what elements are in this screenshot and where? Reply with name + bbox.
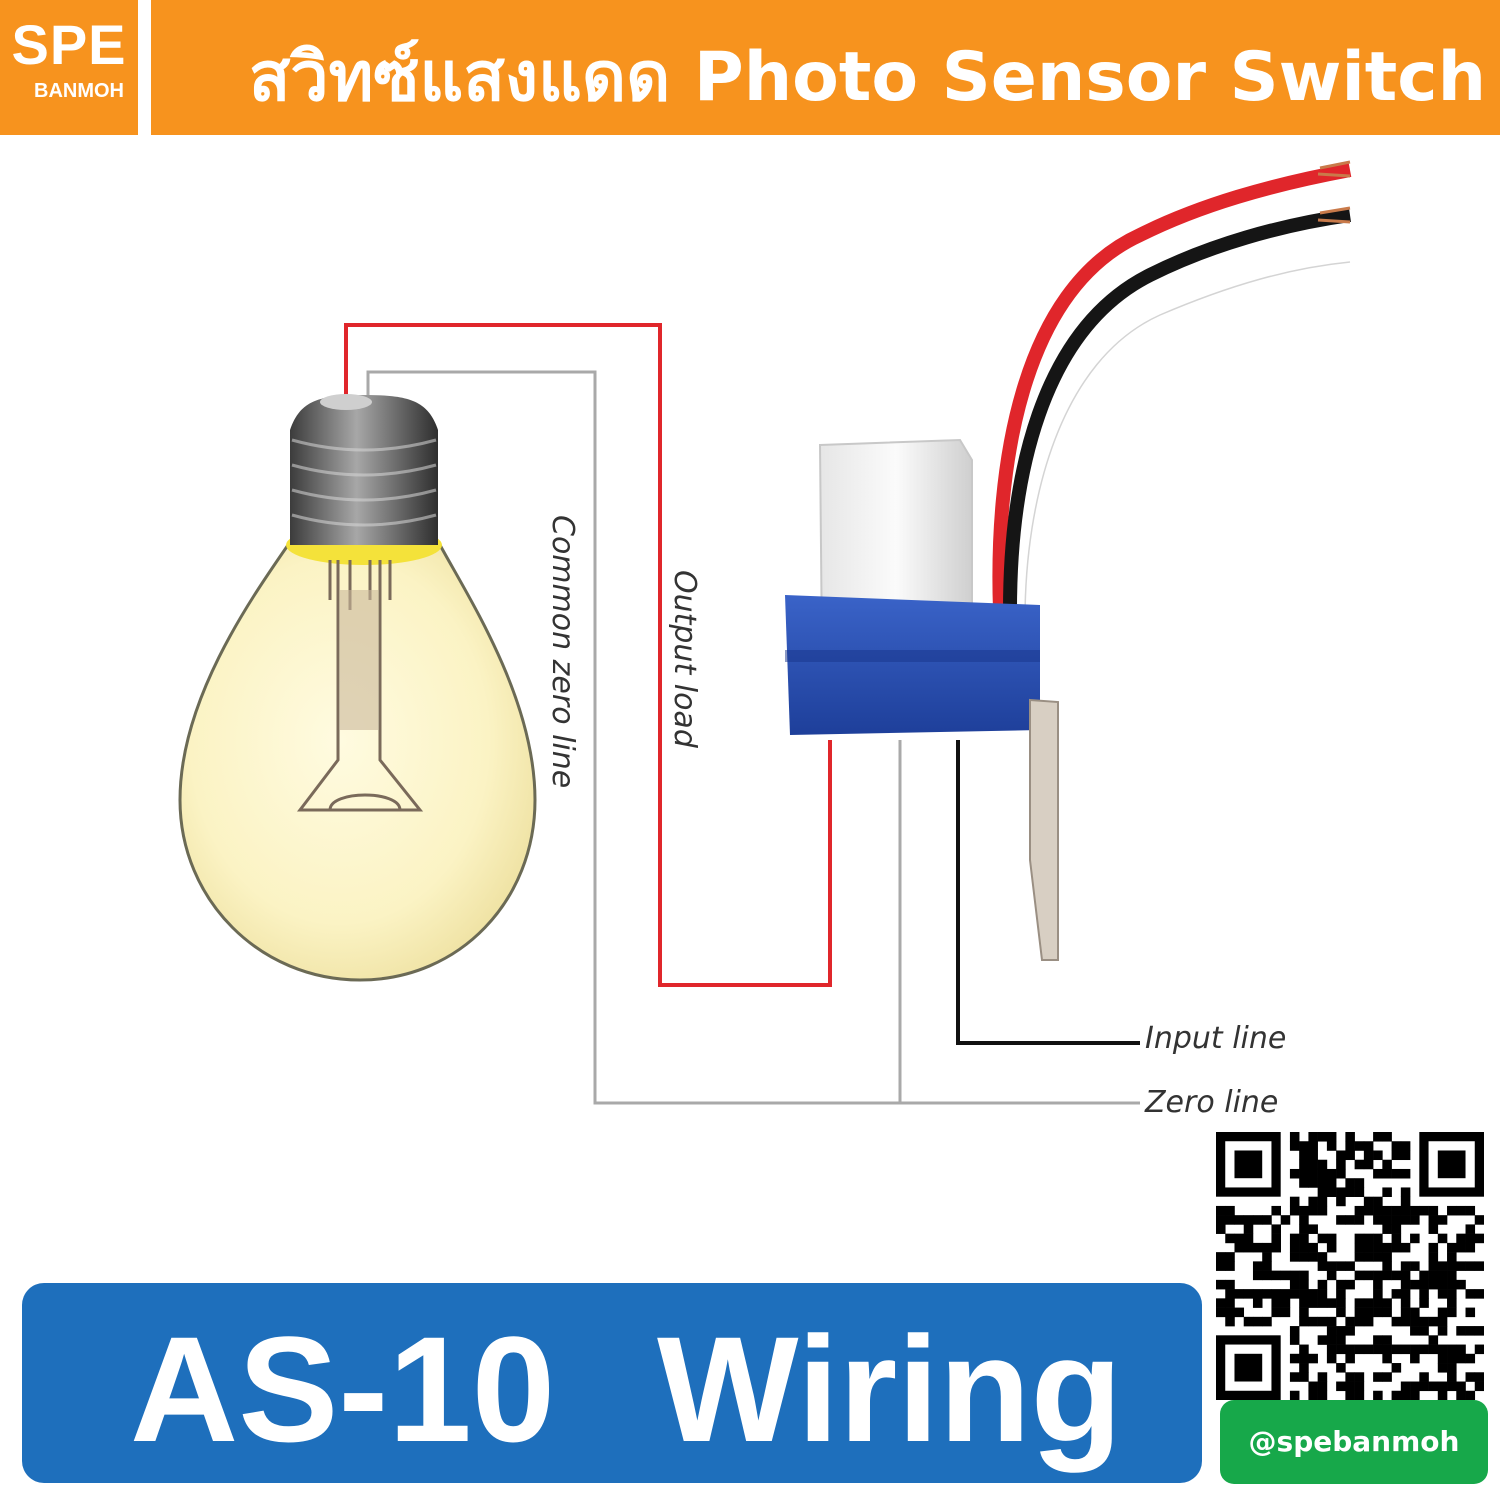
photo-sensor-icon [785, 160, 1352, 961]
header-banner: สวิทซ์แสงแดด Photo Sensor Switch [151, 0, 1500, 135]
output-load-wire [344, 323, 832, 987]
brand-logo-sub: BANMOH [34, 80, 124, 102]
light-bulb-icon [178, 394, 537, 982]
page-title: สวิทซ์แสงแดด Photo Sensor Switch [248, 38, 1486, 117]
social-handle-badge[interactable]: @spebanmoh [1220, 1400, 1488, 1484]
label-output-load: Output load [667, 570, 702, 749]
input-line-wire [956, 740, 1140, 1045]
label-input-line: Input line [1145, 1021, 1286, 1056]
wiring-title: Wiring [657, 1305, 1123, 1473]
brand-logo: SPE BANMOH [0, 0, 138, 135]
qr-code-icon[interactable] [1216, 1132, 1485, 1401]
brand-logo-main: SPE [11, 13, 127, 76]
label-zero-line: Zero line [1144, 1085, 1278, 1120]
common-zero-wire [366, 370, 1140, 1105]
title-bar: AS-10 Wiring [22, 1283, 1202, 1483]
label-common-zero-line: Common zero line [545, 515, 580, 788]
model-name: AS-10 [130, 1305, 556, 1473]
